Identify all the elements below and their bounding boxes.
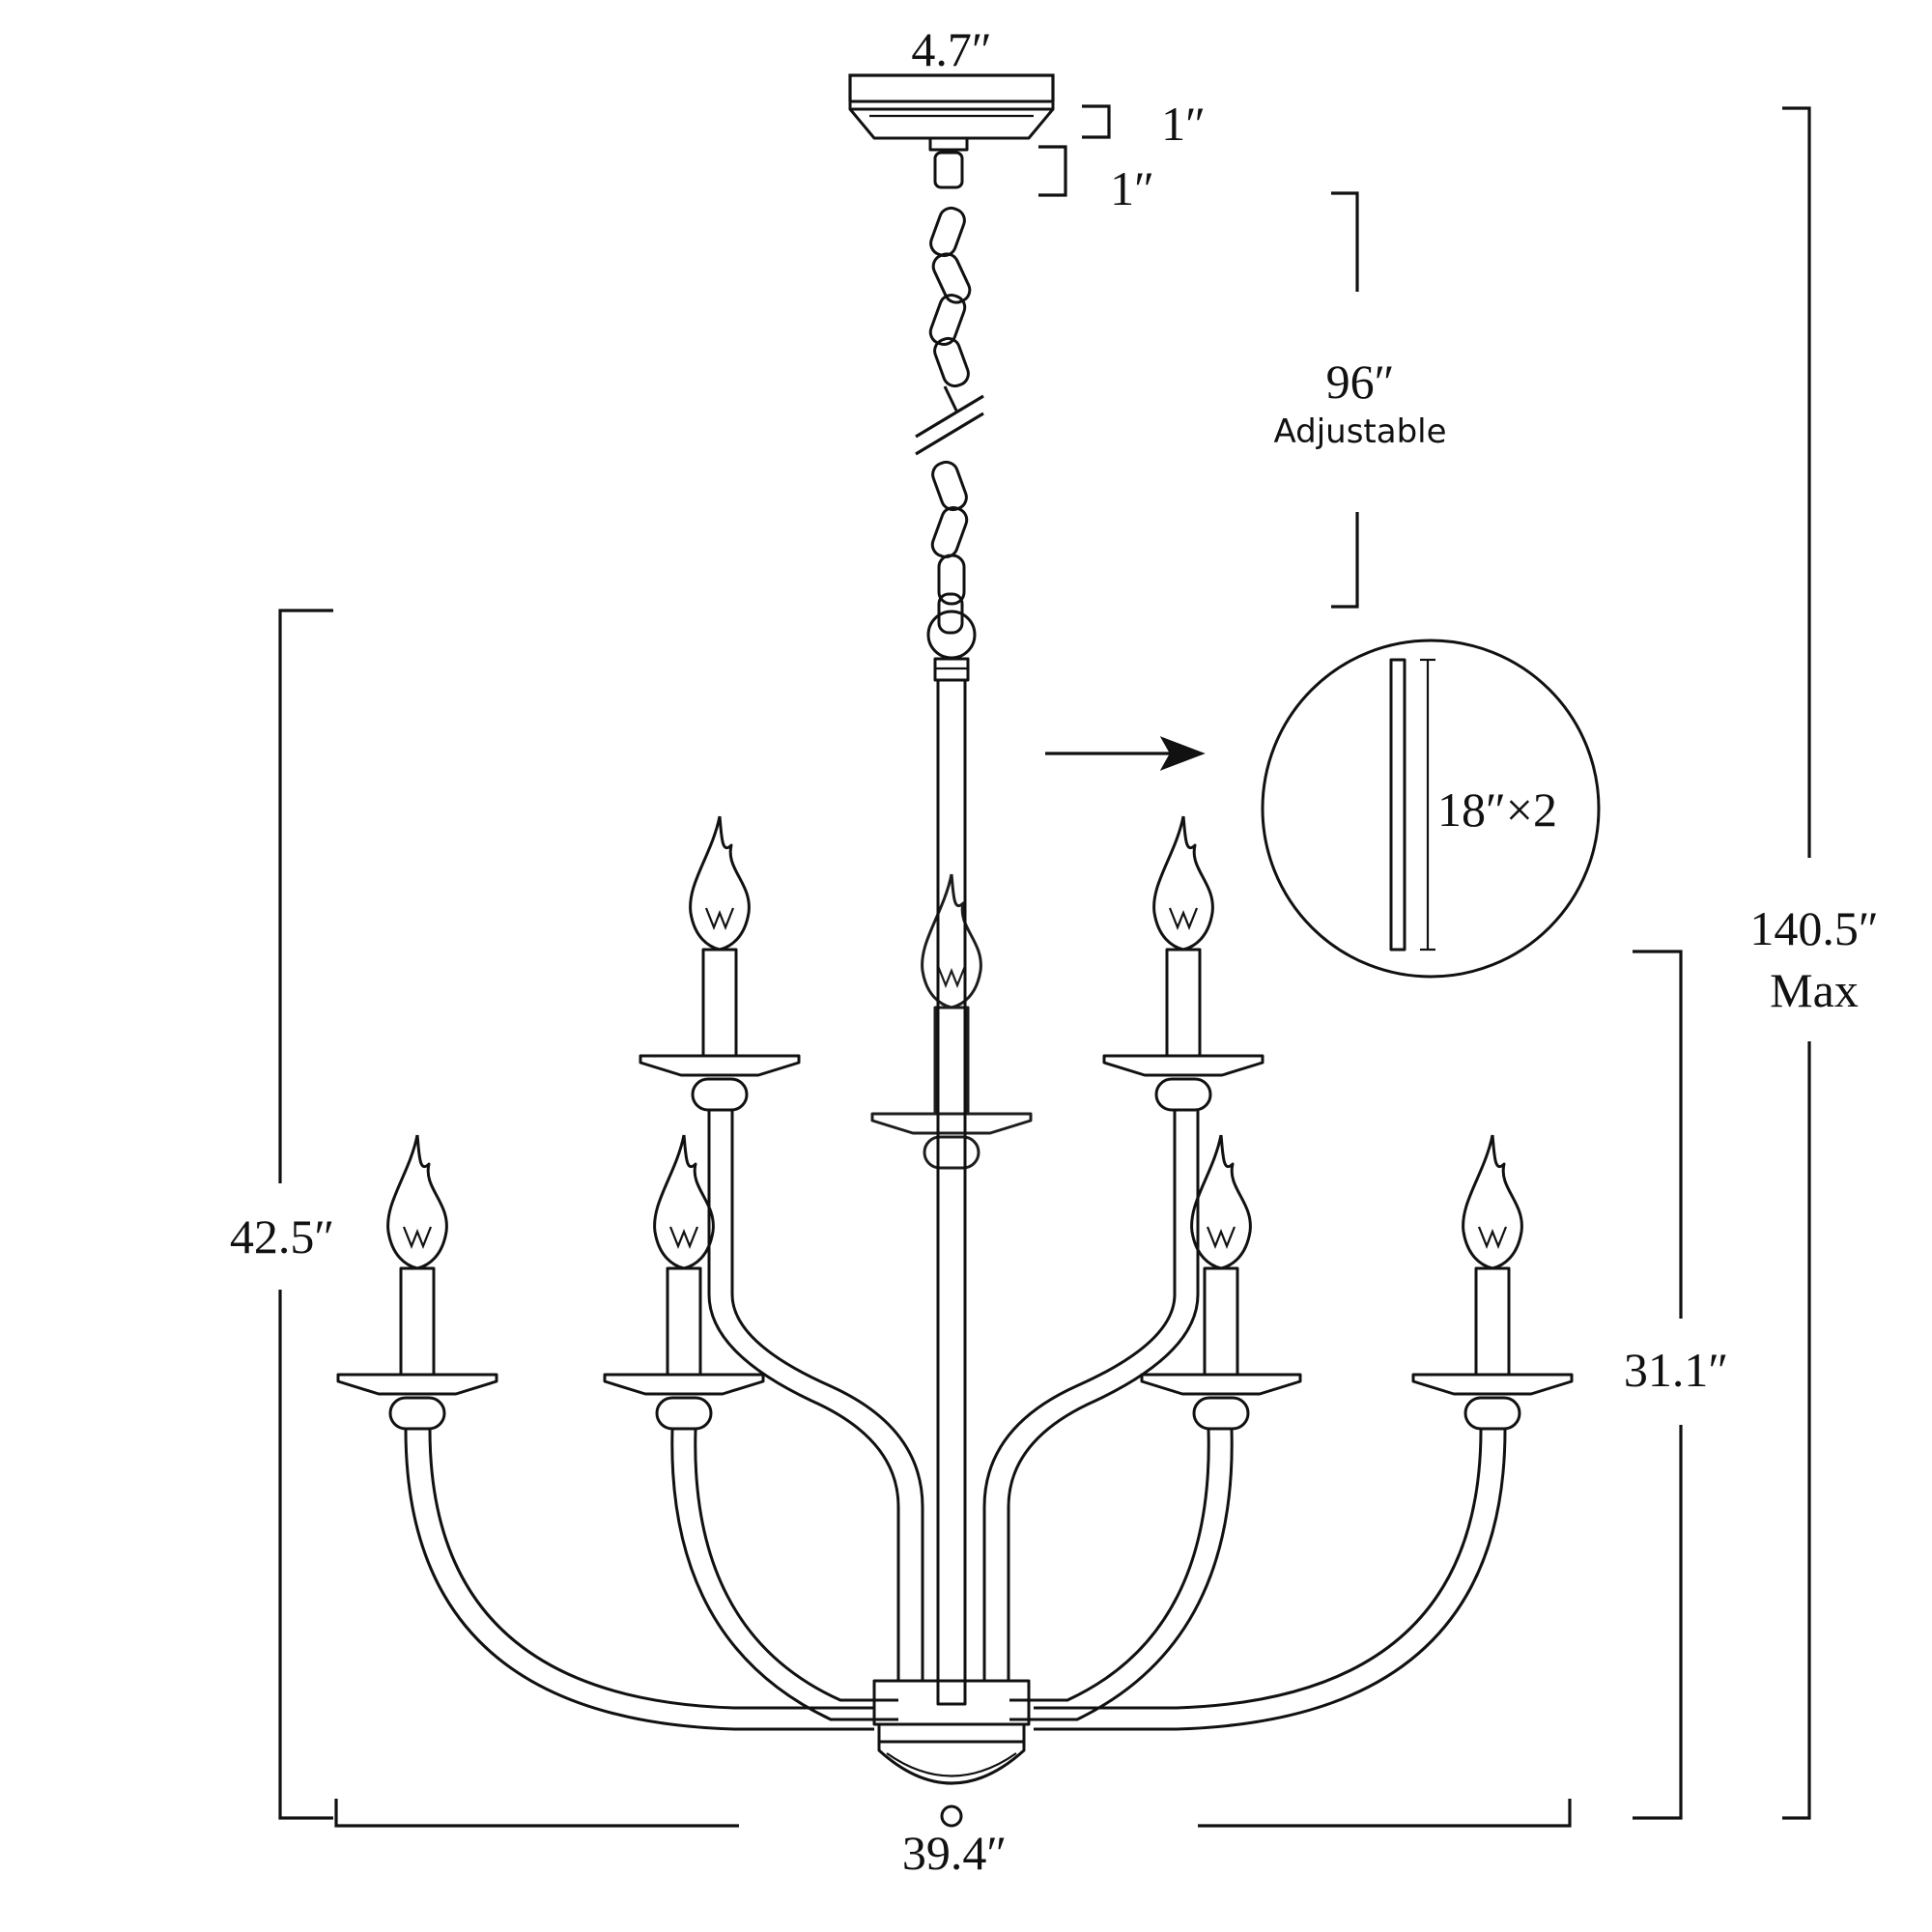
canopy xyxy=(848,73,1055,152)
canopy-stem-label: 1″ xyxy=(1110,161,1154,215)
lower-height-bracket xyxy=(1633,950,1683,1820)
rod-pieces-label: 18″×2 xyxy=(1437,782,1557,837)
width-bracket xyxy=(334,1799,1572,1828)
lower-height-label: 31.1″ xyxy=(1624,1343,1728,1397)
chain-length-bracket xyxy=(1331,191,1359,609)
canopy-stem-bracket xyxy=(1038,145,1067,197)
canopy-width-label: 4.7″ xyxy=(911,22,991,76)
candle-bulb-icon xyxy=(870,873,1033,1170)
arrow-right-icon xyxy=(1159,736,1206,771)
bottom-hub xyxy=(872,1679,1031,1828)
chain-length-label: 96″ xyxy=(1326,355,1395,409)
width-label: 39.4″ xyxy=(902,1826,1007,1880)
candle-bulb-icon xyxy=(1411,1134,1574,1431)
candle-bulb-icon xyxy=(1140,1134,1302,1431)
arms xyxy=(404,1111,1507,1731)
candles xyxy=(336,815,1574,1431)
total-height-bracket xyxy=(278,609,333,1820)
max-height-label: 140.5″ xyxy=(1749,901,1878,955)
candle-bulb-icon xyxy=(1102,815,1264,1112)
center-column xyxy=(933,657,970,1706)
total-height-label: 42.5″ xyxy=(230,1209,334,1264)
candle-bulb-icon xyxy=(639,815,801,1112)
chain xyxy=(915,151,984,660)
canopy-height-bracket xyxy=(1082,104,1111,139)
max-note-label: Max xyxy=(1770,963,1859,1017)
candle-bulb-icon xyxy=(336,1134,498,1431)
candle-bulb-icon xyxy=(603,1134,765,1431)
canopy-height-label: 1″ xyxy=(1161,97,1206,151)
max-height-bracket xyxy=(1782,106,1811,1820)
chain-note-label: Adjustable xyxy=(1273,412,1446,451)
rod-detail xyxy=(1045,639,1601,979)
